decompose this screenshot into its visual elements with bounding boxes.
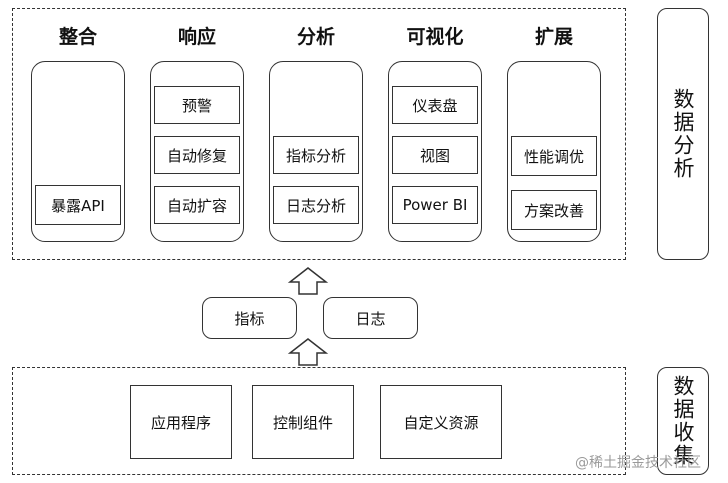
source-application: 应用程序 <box>130 385 232 459</box>
item-dashboard: 仪表盘 <box>392 86 478 124</box>
column-title-extend: 扩展 <box>534 26 573 48</box>
item-auto-repair: 自动修复 <box>154 136 240 174</box>
watermark: @稀土掘金技术社区 <box>575 455 701 471</box>
column-title-respond: 响应 <box>177 26 216 48</box>
up-arrow-icon-top <box>287 267 329 295</box>
source-custom-resources: 自定义资源 <box>380 385 502 459</box>
column-title-visualize: 可视化 <box>406 26 464 48</box>
item-performance-tuning: 性能调优 <box>511 136 597 176</box>
analysis-side-text: 数据分析 <box>671 88 695 180</box>
item-power-bi: Power BI <box>392 186 478 224</box>
collection-area <box>12 367 626 475</box>
up-arrow-icon-bottom <box>287 338 329 366</box>
item-log-analysis: 日志分析 <box>273 186 359 224</box>
collection-side-label: 数据收集 <box>657 367 709 475</box>
analysis-side-label: 数据分析 <box>657 8 709 260</box>
item-metric-analysis: 指标分析 <box>273 136 359 174</box>
item-solution-improvement: 方案改善 <box>511 190 597 230</box>
item-expose-api: 暴露API <box>35 185 121 225</box>
column-title-integrate: 整合 <box>58 26 97 48</box>
metrics-pill: 指标 <box>202 297 297 339</box>
logs-pill: 日志 <box>323 297 418 339</box>
analysis-area <box>12 8 626 260</box>
item-view: 视图 <box>392 136 478 174</box>
source-control-components: 控制组件 <box>252 385 354 459</box>
collection-side-text: 数据收集 <box>671 375 695 467</box>
item-auto-scale: 自动扩容 <box>154 186 240 224</box>
column-title-analyze: 分析 <box>296 26 335 48</box>
item-alert: 预警 <box>154 86 240 124</box>
